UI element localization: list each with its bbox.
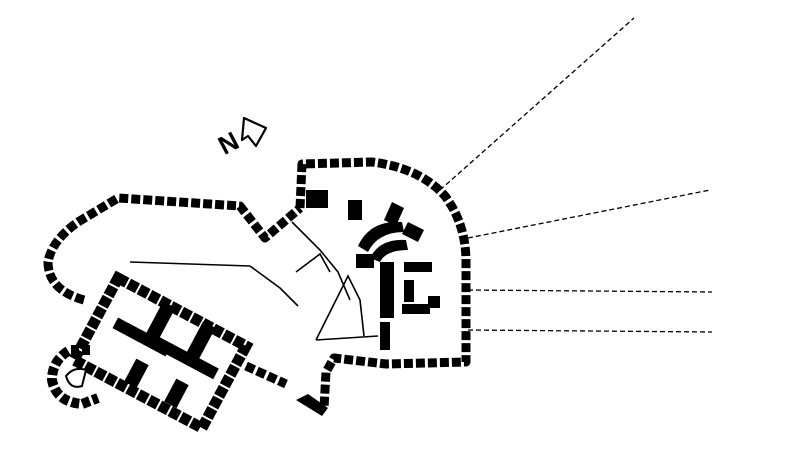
- north-arrow-icon: [240, 116, 268, 148]
- outer-wall-south: [244, 361, 288, 389]
- outer-wall-north: [43, 193, 303, 305]
- curtain-wall: [43, 157, 471, 409]
- courtyard-lines: [129, 221, 379, 341]
- round-tower: [46, 345, 100, 410]
- sight-line-2: [467, 189, 711, 239]
- entrance-gate: [296, 394, 328, 416]
- sight-line-3: [467, 289, 713, 293]
- sight-line-1: [439, 17, 635, 191]
- bastion-interior: [306, 190, 440, 350]
- keep-interior: [112, 301, 219, 409]
- north-arrow: N: [213, 116, 268, 161]
- sight-lines: [439, 17, 713, 333]
- outer-wall-bastion: [295, 157, 471, 409]
- north-arrow-label: N: [213, 125, 244, 160]
- sight-line-4: [467, 329, 713, 333]
